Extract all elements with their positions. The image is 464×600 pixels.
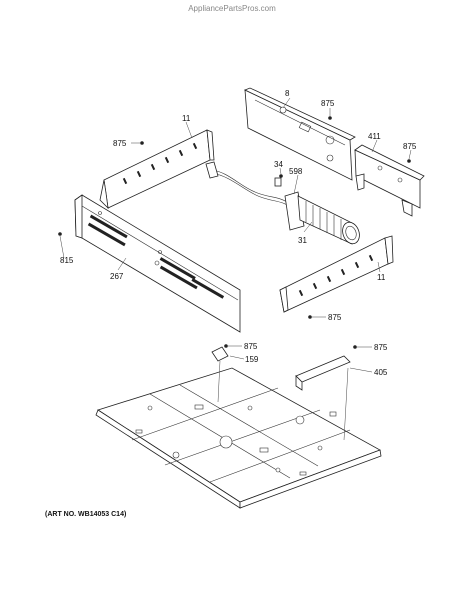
angle-bracket-part: [295, 355, 351, 441]
callout-159: 159: [245, 355, 259, 364]
front-panel-vents: [87, 214, 225, 299]
switch-part: [211, 346, 229, 403]
callout-34: 34: [274, 160, 283, 169]
rail-right-slots: [298, 254, 374, 297]
callout-11-right: 11: [377, 273, 386, 282]
base-plate-part: [95, 367, 382, 509]
callout-875-left: 875: [113, 139, 127, 148]
art-number: (ART NO. WB14053 C14): [45, 511, 126, 518]
convection-fan-assembly: [205, 161, 360, 245]
watermark-text: AppliancePartsPros.com: [188, 4, 276, 13]
callout-405: 405: [374, 368, 388, 377]
callout-815: 815: [60, 256, 74, 265]
callout-31: 31: [298, 236, 307, 245]
callout-875-right: 875: [403, 142, 417, 151]
callout-8: 8: [285, 89, 290, 98]
callout-875-tray: 875: [244, 342, 258, 351]
channel-rail-left: [99, 129, 215, 210]
callout-598: 598: [289, 167, 303, 176]
callout-267: 267: [110, 272, 124, 281]
callout-875-top: 875: [321, 99, 335, 108]
fan-bracket-part: [354, 144, 425, 217]
blower-fins: [305, 201, 342, 240]
channel-rail-right: [279, 235, 394, 313]
front-panel-part: [74, 194, 241, 333]
callouts: 8 875 11 875 411 875 34 598 31 815 267 1…: [60, 89, 417, 377]
rear-panel-part: [244, 87, 356, 181]
callout-11-left: 11: [182, 114, 191, 123]
rail-left-slots: [122, 142, 198, 185]
screws: [58, 116, 411, 349]
callout-875-bottom-right: 875: [374, 343, 388, 352]
leader-lines: [59, 97, 412, 373]
callout-875-mid: 875: [328, 313, 342, 322]
callout-411: 411: [368, 132, 381, 141]
